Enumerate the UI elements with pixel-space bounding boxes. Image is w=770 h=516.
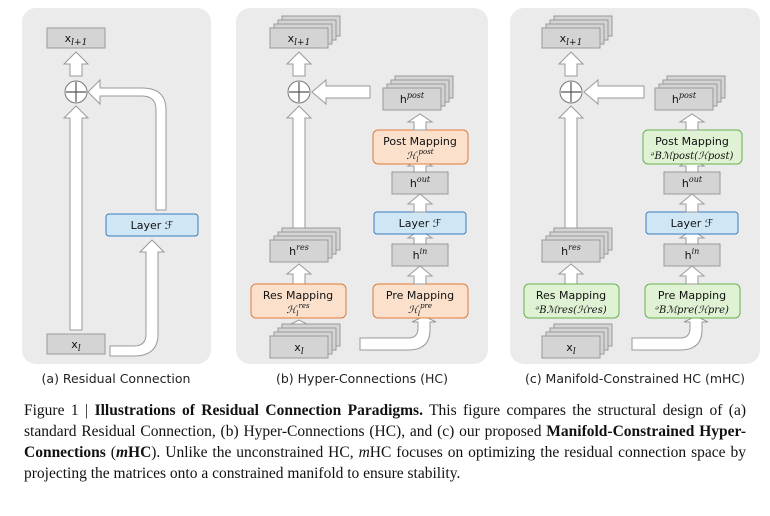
panel-c-xin-to-premap-arrow (631, 315, 709, 351)
panel-b-arrow-to-out (285, 51, 313, 77)
panel-b-x-in-label: xl (294, 341, 304, 357)
panel-c-caption: (c) Manifold-Constrained HC (mHC) (525, 371, 745, 386)
panel-c-h-in-label: hin (685, 247, 700, 262)
panel-b-caption: (b) Hyper-Connections (HC) (276, 371, 448, 386)
panel-c-res-map-to-hres-arrow (557, 263, 585, 285)
panel-c-layer-label: Layer ℱ (671, 217, 714, 230)
caption-abbr-rest: HC (128, 444, 152, 461)
panel-c-h-post-label: hpost (672, 91, 697, 106)
panel-b-layer-label: Layer ℱ (399, 217, 442, 230)
panel-c-res-to-add-arrow (557, 105, 585, 229)
panel-b-post-mapping-math: ℋlpost (406, 148, 433, 164)
panel-c-res-mapping-box (523, 283, 620, 319)
panel-a-x-in-box (46, 333, 106, 355)
figure-caption: Figure 1 | Illustrations of Residual Con… (24, 400, 746, 484)
panel-a-input-to-layer-arrow (109, 239, 166, 357)
panel-b-xin-to-premap-arrow (359, 315, 437, 351)
panel-b-h-out-label: hout (410, 175, 431, 190)
panel-c-x-in-stack (541, 323, 613, 359)
panel-c-arrow-to-out (557, 51, 585, 77)
caption-abbr-m: m (115, 444, 129, 461)
panel-c-h-post-stack (654, 75, 726, 111)
panel-a-arrow-to-out (62, 51, 90, 77)
panel-c-h-res-label: hres (561, 243, 581, 258)
panel-c-pre-mapping-label: Pre Mapping (658, 289, 726, 302)
panel-b-res-mapping-box (250, 283, 347, 319)
caption-m2: m (358, 444, 370, 461)
panel-b-pre-mapping-math: ℋlpre (408, 302, 432, 318)
panel-b-h-post-label: hpost (400, 91, 425, 106)
panel-a-layer-to-add-arrow (87, 78, 167, 211)
panel-b-x-out-label: xl+1 (288, 32, 311, 48)
panel-b-x-out-stack (269, 15, 341, 49)
panel-c-res-mapping-label: Res Mapping (536, 289, 606, 302)
caption-part3: HC focuses on optimizing the residual co… (24, 444, 747, 482)
panel-a-layer-box (105, 213, 199, 237)
panel-b-res-to-add-arrow (285, 105, 313, 229)
panel-b-res-mapping-label: Res Mapping (263, 289, 333, 302)
panel-c-post-mapping-math: ᵊBℳpost(ℋpost) (651, 151, 734, 162)
panel-a-caption: (a) Residual Connection (42, 371, 191, 386)
panel-b-x-in-stack (269, 323, 341, 359)
panel-b-post-to-add-arrow (311, 78, 371, 106)
panel-b-res-map-to-hres-arrow (285, 263, 313, 285)
panel-c-x-out-stack (541, 15, 613, 49)
panel-a-x-in-label: xl (71, 338, 81, 354)
panel-c-pre-mapping-math: ᵊBℳpre(ℋpre) (655, 305, 729, 316)
panel-a-x-out-label: xl+1 (65, 32, 88, 48)
panel-b: xl+1 hres Res Mapping ℋlres xl (250, 15, 469, 386)
caption-part1: This figure compares the structural desi… (24, 402, 746, 440)
panel-a-background (22, 8, 211, 364)
panel-c-res-mapping-math: ᵊBℳres(ℋres) (535, 305, 606, 316)
panel-c-post-to-add-arrow (583, 78, 645, 106)
panel-b-h-res-label: hres (289, 243, 309, 258)
panel-c-x-out-label: xl+1 (560, 32, 583, 48)
caption-title: Illustrations of Residual Connection Par… (94, 402, 423, 419)
panel-b-post-mapping-label: Post Mapping (383, 135, 457, 148)
panel-b-pre-mapping-label: Pre Mapping (386, 289, 454, 302)
panel-b-res-mapping-math: ℋlres (286, 302, 310, 318)
panel-a-x-out-box (46, 27, 106, 49)
panel-b-h-post-stack (382, 75, 454, 111)
panel-a-skip-arrow (62, 105, 90, 331)
panel-a: xl+1 Layer ℱ xl (a) Residual Connection (42, 27, 199, 386)
panel-a-layer-label: Layer ℱ (131, 219, 174, 232)
panel-c-postmap-to-hpost-arrow (678, 113, 706, 131)
panel-c-h-res-stack (541, 227, 613, 263)
panel-b-premap-to-hin-arrow (406, 265, 434, 285)
panel-b-h-in-label: hin (413, 247, 428, 262)
caption-prefix: Figure 1 | (24, 402, 95, 419)
panel-b-postmap-to-hpost-arrow (406, 113, 434, 131)
panel-c-premap-to-hin-arrow (678, 265, 706, 285)
panel-c-layer-to-hout-arrow (678, 193, 706, 213)
panel-c: xl+1 hres Res Mapping ᵊBℳres(ℋres) xl Pr… (523, 15, 745, 386)
caption-bold-name: Manifold-Constrained Hyper-Connections (24, 423, 746, 461)
panel-c-x-in-label: xl (566, 341, 576, 357)
panel-b-h-res-stack (269, 227, 341, 263)
panel-b-layer-to-hout-arrow (406, 193, 434, 213)
figure-diagram: xl+1 Layer ℱ xl (a) Residual Connection … (22, 8, 760, 386)
caption-paren-open: ( (105, 444, 116, 461)
caption-part2: ). Unlike the unconstrained HC, (151, 444, 359, 461)
panel-c-post-mapping-label: Post Mapping (655, 135, 729, 148)
panel-c-h-out-label: hout (682, 175, 703, 190)
